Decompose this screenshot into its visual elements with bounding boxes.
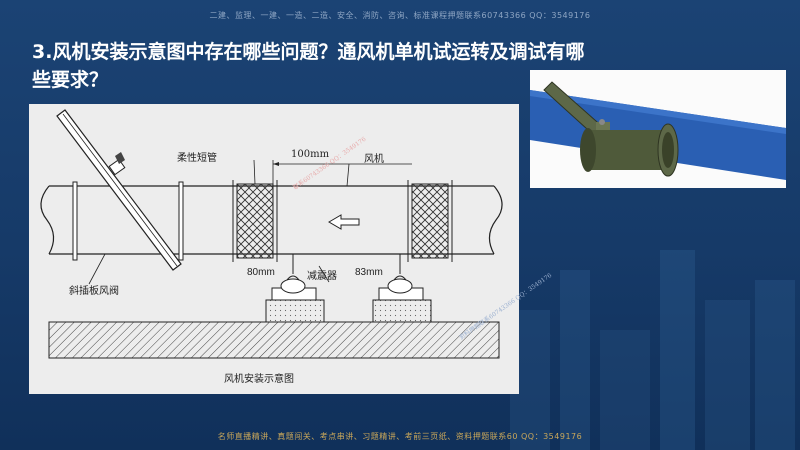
watermark-top: 二建、监理、一建、一造、二造、安全、消防、咨询、标准课程押题联系60743366… xyxy=(209,11,591,20)
floor-slab xyxy=(48,321,500,359)
label-damper: 斜插板风阀 xyxy=(69,286,119,297)
label-fan: 风机 xyxy=(364,154,384,165)
damper-photo-drawing xyxy=(530,70,786,188)
fan-installation-diagram: 柔性短管 100mm 风机 斜插板风阀 80mm 减震器 83mm 风机安装示意… xyxy=(29,104,553,394)
damper-photo xyxy=(530,70,786,188)
label-distance: 100mm xyxy=(291,149,330,160)
city-skyline-background xyxy=(510,250,795,450)
label-left-gap: 80mm xyxy=(247,267,275,278)
question-title: 3.风机安装示意图中存在哪些问题？通风机单机试运转及调试有哪些要求？ xyxy=(32,41,585,91)
isolator-right xyxy=(372,254,432,323)
airflow-arrow xyxy=(328,214,360,230)
label-flexible-pipe: 柔性短管 xyxy=(177,153,217,164)
flexible-pipe-right xyxy=(411,183,449,259)
insert-plate-damper xyxy=(56,109,182,285)
diagram-drawing xyxy=(40,109,503,359)
diagram-caption: 风机安装示意图 xyxy=(224,374,294,385)
flexible-pipe-left xyxy=(236,183,274,259)
label-damper-device: 减震器 xyxy=(307,271,337,282)
isolator-left xyxy=(265,254,325,323)
watermark-bottom: 名师直播精讲、真题闯关、考点串讲、习题精讲、考前三页纸、资料押题联系60 QQ：… xyxy=(217,432,583,441)
label-right-gap: 83mm xyxy=(355,267,383,278)
